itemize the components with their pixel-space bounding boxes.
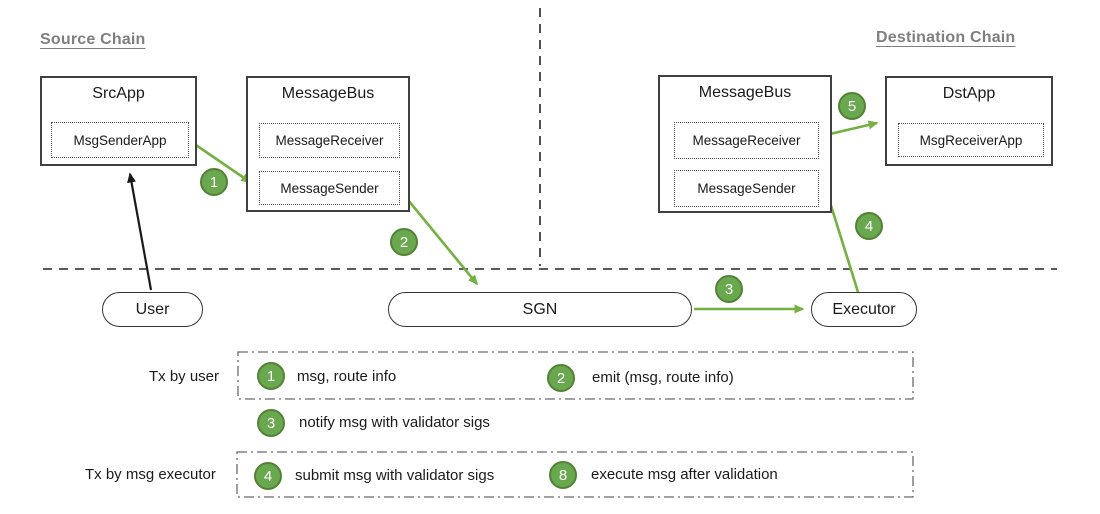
dst-message-bus-box: MessageBus MessageReceiver MessageSender [658, 75, 832, 213]
msg-sender-app-box: MsgSenderApp [51, 122, 189, 158]
legend-step-1-badge: 1 [257, 362, 285, 390]
legend-step-2-text: emit (msg, route info) [592, 369, 734, 386]
dst-message-sender-box: MessageSender [674, 170, 819, 207]
legend-step-4-text: submit msg with validator sigs [295, 467, 495, 484]
legend-step-8-text: execute msg after validation [591, 466, 778, 483]
user-pill: User [102, 292, 203, 327]
legend-step-2-badge: 2 [547, 364, 575, 392]
flow-step-1-badge: 1 [200, 168, 228, 196]
dst-message-bus-title: MessageBus [698, 84, 792, 101]
legend-step-3-badge: 3 [257, 409, 285, 437]
src-message-receiver-box: MessageReceiver [259, 123, 400, 158]
legend-step-4-badge: 4 [254, 462, 282, 490]
src-message-bus-box: MessageBus MessageReceiver MessageSender [246, 76, 410, 212]
arrow-user-to-srcapp [127, 172, 153, 291]
legend-step-1-text: msg, route info [297, 368, 397, 385]
legend-step-3-text: notify msg with validator sigs [299, 414, 490, 431]
dst-message-receiver-box: MessageReceiver [674, 122, 819, 159]
executor-pill: Executor [811, 292, 917, 327]
legend-group-tx-by-user-label: Tx by user [149, 368, 220, 385]
msg-receiver-app-box: MsgReceiverApp [898, 123, 1044, 157]
flow-step-5-badge: 5 [838, 92, 866, 120]
source-chain-heading: Source Chain [40, 31, 146, 48]
destination-chain-heading: Destination Chain [876, 29, 1016, 46]
flow-step-3-badge: 3 [715, 275, 743, 303]
sgn-pill: SGN [388, 292, 692, 327]
src-message-sender-box: MessageSender [259, 171, 400, 205]
dst-app-box: DstApp MsgReceiverApp [885, 76, 1053, 166]
src-app-title: SrcApp [92, 85, 145, 102]
legend-step-8-badge: 8 [549, 461, 577, 489]
src-app-box: SrcApp MsgSenderApp [40, 76, 197, 166]
src-message-bus-title: MessageBus [281, 85, 375, 102]
flow-step-2-badge: 2 [390, 228, 418, 256]
legend-group-tx-by-executor-label: Tx by msg executor [85, 466, 216, 483]
flow-step-4-badge: 4 [855, 212, 883, 240]
dst-app-title: DstApp [942, 85, 996, 102]
